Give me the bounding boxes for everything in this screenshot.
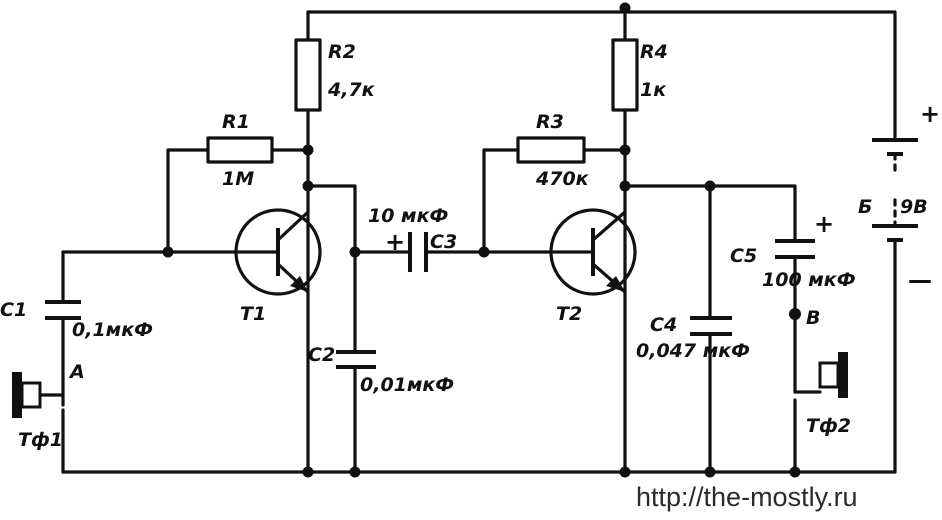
t2-label: T2 [556, 303, 582, 325]
tf1-label: Тф1 [18, 429, 63, 451]
c3-name: C3 [430, 231, 457, 253]
resistor-r3 [516, 136, 586, 164]
r2-name: R2 [328, 41, 356, 63]
c5-polarity: + [814, 210, 834, 238]
wires [61, 10, 897, 474]
battery-name: Б [858, 196, 872, 218]
transistor-t1 [234, 208, 322, 296]
capacitor-c1 [45, 300, 81, 320]
resistor-r4 [611, 38, 639, 112]
watermark-url: http://the-mostly.ru [636, 482, 858, 512]
c3-polarity: + [385, 228, 405, 256]
c1-value: 0,1мкФ [72, 319, 153, 341]
r3-value: 470к [535, 168, 590, 190]
c1-name: C1 [0, 299, 27, 321]
node-a-label: A [68, 361, 85, 383]
r1-value: 1M [222, 168, 254, 190]
c3-value: 10 мкФ [368, 205, 448, 227]
headphone-tf2 [793, 352, 848, 398]
battery-minus: — [908, 266, 932, 294]
resistor-r2 [294, 38, 322, 112]
capacitor-c5 [775, 239, 815, 259]
r1-name: R1 [222, 111, 250, 133]
junction-dots [162, 2, 801, 478]
r4-name: R4 [640, 41, 668, 63]
capacitor-c2 [336, 350, 376, 369]
t1-label: T1 [240, 303, 266, 325]
c4-name: C4 [650, 314, 677, 336]
r2-value: 4,7к [327, 79, 376, 101]
tf2-label: Тф2 [806, 415, 851, 437]
c2-name: C2 [308, 344, 335, 366]
c5-value: 100 мкФ [762, 269, 856, 291]
node-b-dot [789, 308, 801, 320]
capacitor-c3 [408, 232, 428, 272]
resistor-r1 [206, 136, 274, 164]
battery-b [872, 138, 918, 242]
r3-name: R3 [536, 111, 564, 133]
battery-plus: + [920, 100, 940, 128]
transistor-t2 [549, 208, 637, 296]
c4-value: 0,047 мкФ [636, 340, 750, 362]
c5-name: C5 [730, 245, 757, 267]
node-b-label: B [806, 307, 820, 329]
capacitor-c4 [690, 316, 732, 336]
c2-value: 0,01мкФ [360, 374, 454, 396]
r4-value: 1к [640, 79, 667, 101]
battery-value: 9В [900, 196, 928, 218]
headphone-tf1 [12, 372, 65, 418]
